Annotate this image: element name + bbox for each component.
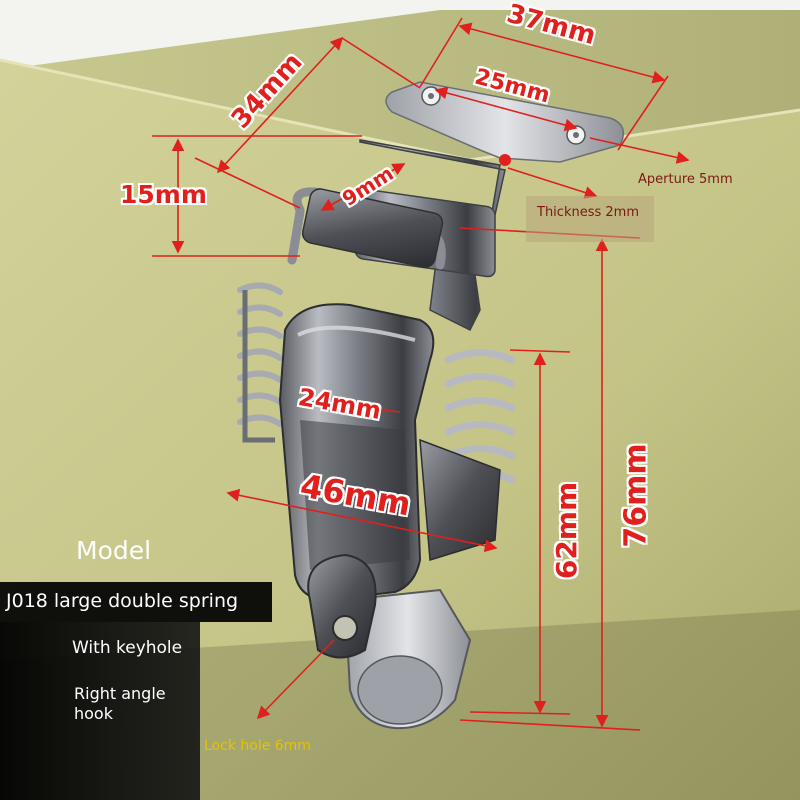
lock-hole-note: Lock hole 6mm <box>204 738 311 754</box>
aperture-note: Aperture 5mm <box>638 172 733 187</box>
dim-15mm: 15mm <box>120 180 207 209</box>
dimension-lines <box>152 17 690 731</box>
aperture-marker <box>499 154 511 166</box>
feature-hook: Right angle hook <box>74 684 166 723</box>
lower-catch-plate <box>343 588 472 730</box>
dim-62mm: 62mm <box>550 481 584 580</box>
lock-hole-tab <box>307 553 377 659</box>
thickness-note: Thickness 2mm <box>537 205 639 220</box>
model-name: J018 large double spring <box>6 590 239 612</box>
feature-keyhole: With keyhole <box>72 638 183 658</box>
dim-76mm: 76mm <box>618 443 654 548</box>
model-title: Model <box>76 536 152 565</box>
model-panel-bg <box>0 582 272 800</box>
